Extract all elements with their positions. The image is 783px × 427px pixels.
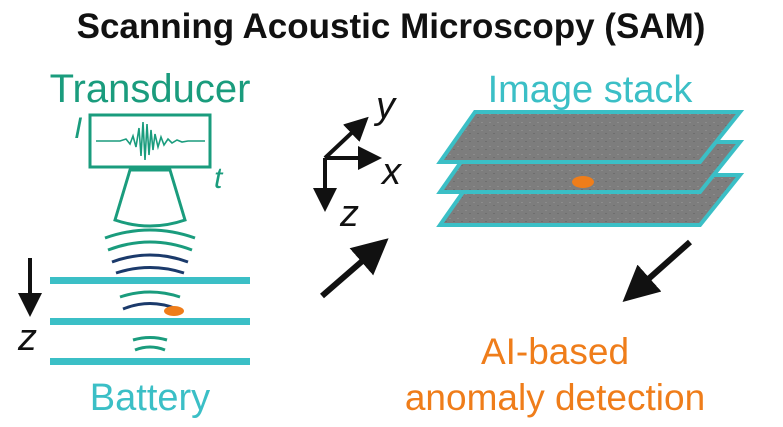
acoustic-waves-bottom <box>132 336 168 352</box>
battery-z-label: z <box>17 317 37 359</box>
signal-axis-i-label: I <box>74 112 82 145</box>
arrow-to-ai <box>622 239 692 302</box>
battery-label: Battery <box>90 377 210 419</box>
image-stack <box>436 110 745 227</box>
battery-layer-1 <box>50 277 250 284</box>
axis-x-label: x <box>380 151 403 193</box>
transducer-signal-box: I t <box>74 112 224 195</box>
battery-layer-2 <box>50 318 250 325</box>
defect-marker-battery <box>164 306 184 316</box>
page-title: Scanning Acoustic Microscopy (SAM) <box>77 7 706 46</box>
axis-y-label: y <box>373 85 397 127</box>
axis-z-label: z <box>339 193 359 235</box>
signal-axis-t-label: t <box>214 162 224 195</box>
ai-label-line1: AI-based <box>481 331 629 372</box>
coordinate-axes: y x z <box>313 85 403 235</box>
battery-layers <box>50 277 250 365</box>
image-stack-label: Image stack <box>488 69 694 111</box>
acoustic-waves-top <box>104 228 196 275</box>
battery-layer-3 <box>50 358 250 365</box>
transducer-label: Transducer <box>50 67 251 111</box>
arrow-to-image-stack <box>320 238 389 299</box>
image-slice-1 <box>436 110 745 164</box>
transducer-cone <box>113 168 187 228</box>
defect-marker-stack <box>572 176 594 188</box>
ai-label-line2: anomaly detection <box>405 377 705 418</box>
